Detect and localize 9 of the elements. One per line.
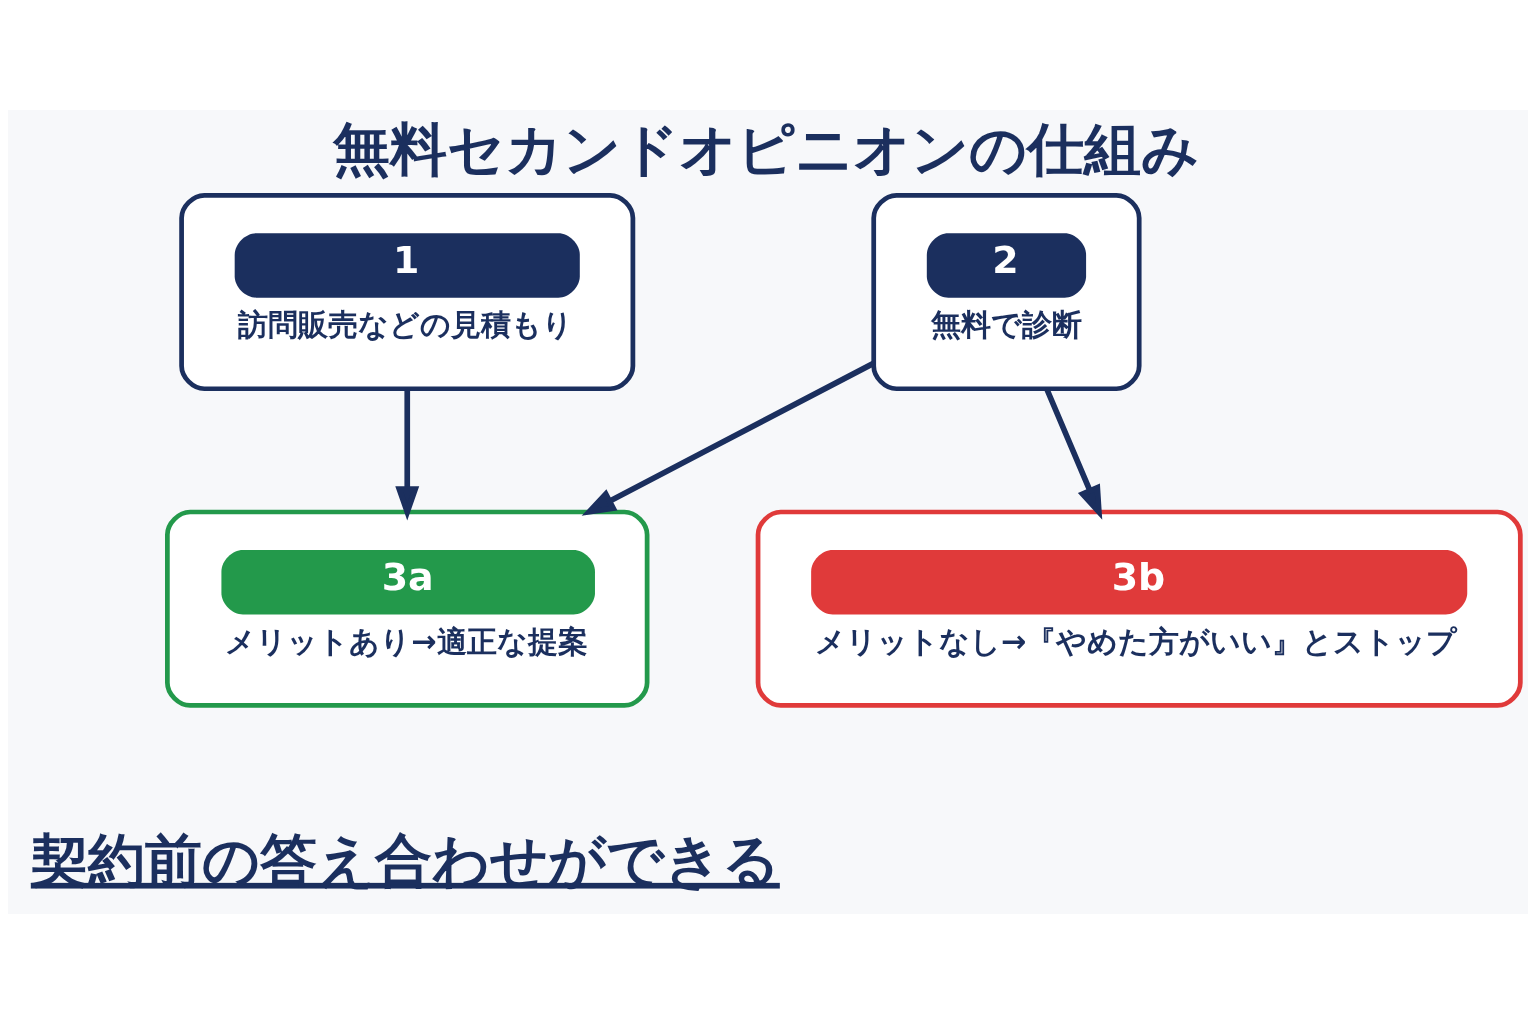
arrow [581,360,875,516]
caption: 契約前の答え合わせができる [30,826,780,893]
node-box: 3b メリットなし→『やめた方がいい』とストップ [755,509,1523,708]
node-box: 1 訪問販売などの見積もり [179,192,636,392]
diagram-title: 無料セカンドオピニオンの仕組み [332,115,1199,182]
arrow [1044,388,1103,520]
node-box: 3a メリットあり→適正な提案 [165,509,650,708]
node-box: 2 無料で診断 [871,192,1142,392]
arrow [395,389,420,521]
